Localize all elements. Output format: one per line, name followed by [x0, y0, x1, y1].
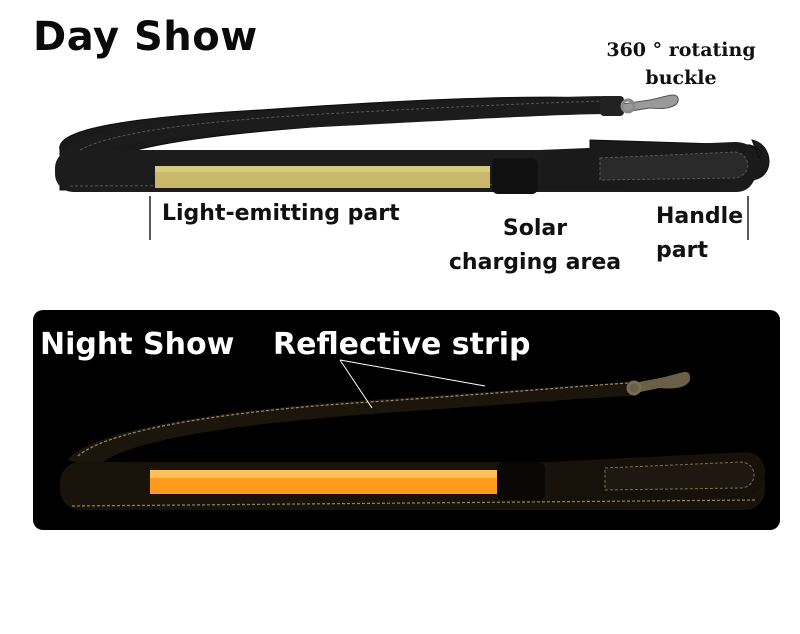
solar-label: Solar charging area [440, 212, 630, 280]
reflective-strip-label: Reflective strip [273, 327, 531, 362]
light-emitting-label: Light-emitting part [162, 201, 400, 226]
day-solar-box [492, 158, 538, 194]
day-show-title: Day Show [33, 14, 258, 60]
buckle-label: 360 ° rotating buckle [596, 36, 766, 92]
day-buckle-ring [620, 98, 636, 114]
night-reflective-lower [71, 499, 756, 507]
reflective-pointer-1 [339, 359, 373, 409]
night-buckle-metal [628, 372, 691, 394]
night-buckle-ring [626, 380, 642, 396]
reflective-pointer-2 [339, 359, 486, 387]
solar-label-line2: charging area [448, 250, 622, 275]
day-strap-upper [62, 96, 612, 160]
night-light-glow [150, 470, 498, 478]
day-buckle-metal [621, 94, 679, 113]
handle-label-line2: part [656, 238, 708, 263]
buckle-label-line2: buckle [645, 67, 717, 89]
night-handle-inner [604, 461, 755, 491]
day-leash-image [55, 94, 770, 240]
solar-label-line1: Solar [502, 216, 568, 241]
handle-label-line1: Handle [656, 204, 744, 229]
buckle-label-line1: 360 ° rotating [606, 39, 756, 61]
handle-label: Handle part [656, 200, 743, 268]
day-buckle-base [600, 96, 624, 116]
night-strap-upper [68, 382, 632, 468]
day-light-strip-gloss [155, 166, 490, 172]
day-handle-inner [599, 151, 749, 181]
night-show-title: Night Show [40, 327, 235, 362]
day-stitch-upper [79, 100, 607, 151]
night-solar-box [497, 462, 545, 500]
